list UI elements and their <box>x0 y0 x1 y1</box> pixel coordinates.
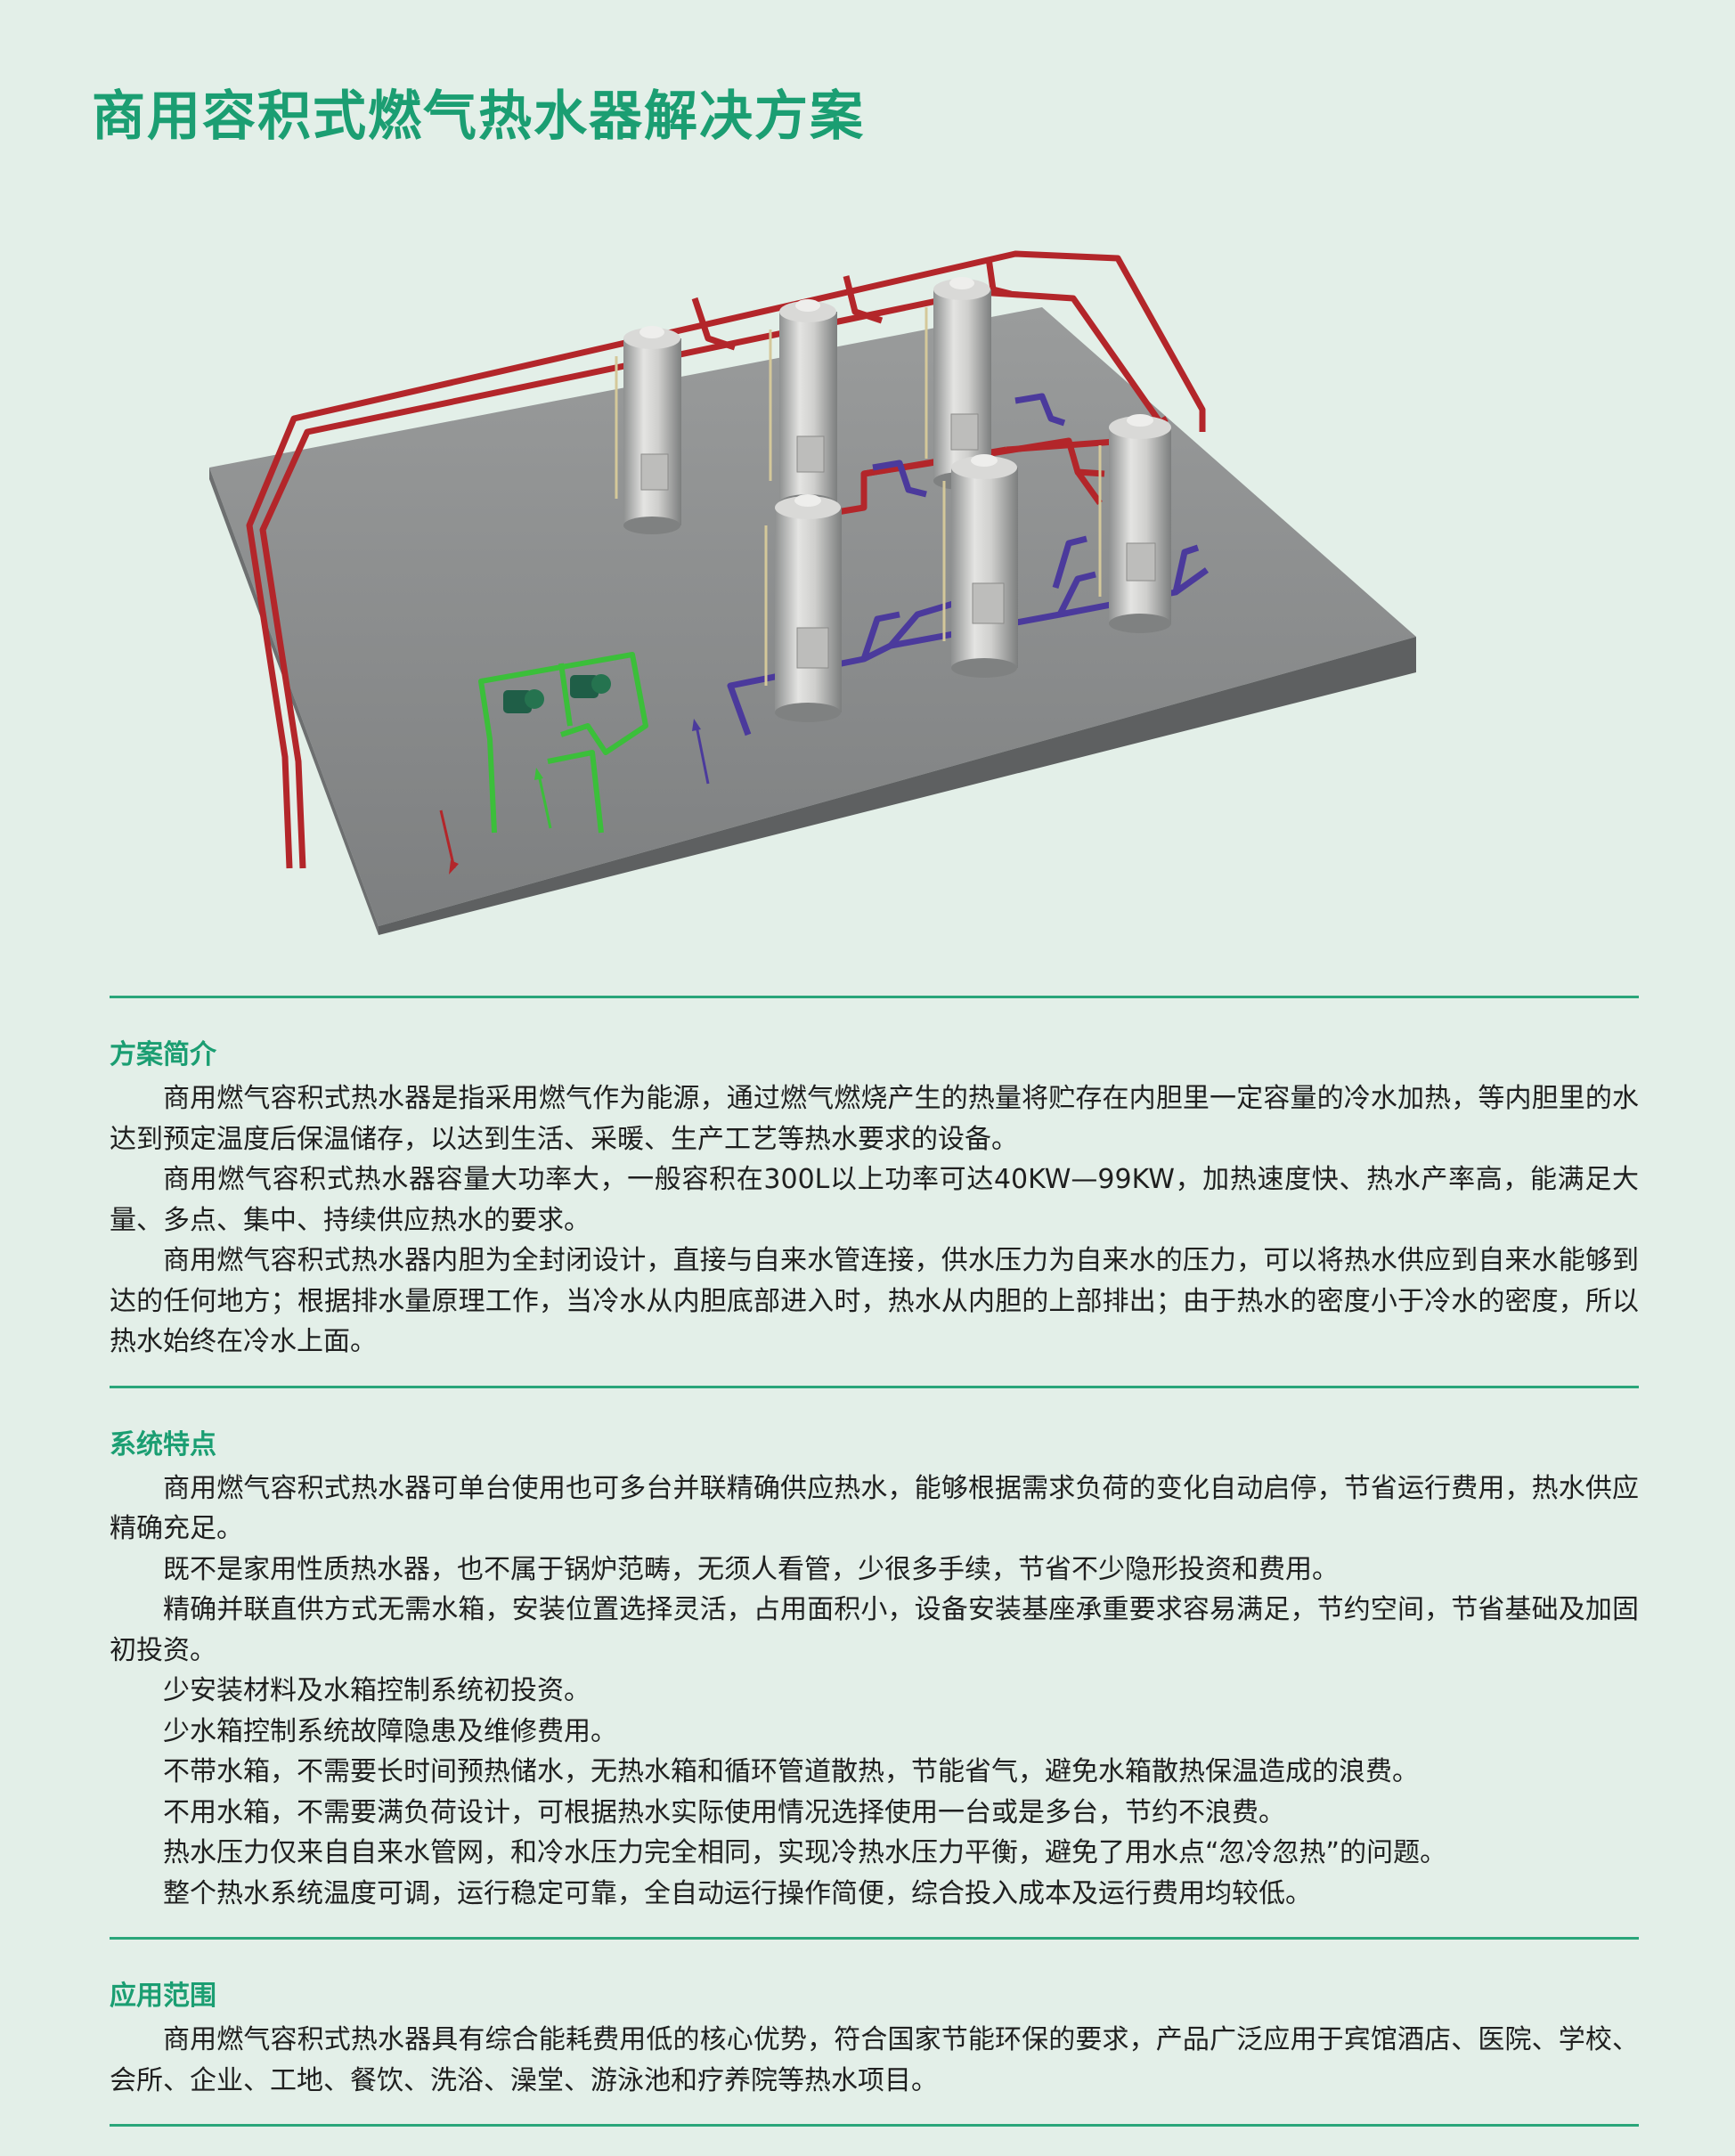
water-heater-1 <box>623 326 681 534</box>
paragraph: 热水压力仅来自自来水管网，和冷水压力完全相同，实现冷热水压力平衡，避免了用水点“… <box>163 1837 1447 1868</box>
paragraph: 不带水箱，不需要长时间预热储水，无热水箱和循环管道散热，节能省气，避免水箱散热保… <box>163 1756 1419 1787</box>
section-applications: 应用范围 商用燃气容积式热水器具有综合能耗费用低的核心优势，符合国家节能环保的要… <box>110 1940 1639 2124</box>
paragraph: 少安装材料及水箱控制系统初投资。 <box>163 1675 591 1706</box>
page-title: 商用容积式燃气热水器解决方案 <box>92 85 865 148</box>
paragraph: 商用燃气容积式热水器具有综合能耗费用低的核心优势，符合国家节能环保的要求，产品广… <box>110 2024 1639 2096</box>
pump-unit-2 <box>570 674 611 698</box>
paragraph: 既不是家用性质热水器，也不属于锅炉范畴，无须人看管，少很多手续，节省不少隐形投资… <box>163 1553 1339 1585</box>
section-divider <box>110 2124 1639 2127</box>
paragraph: 商用燃气容积式热水器容量大功率大，一般容积在300L以上功率可达40KW—99K… <box>110 1164 1639 1236</box>
pump-unit-1 <box>503 689 544 713</box>
paragraph: 不用水箱，不需要满负荷设计，可根据热水实际使用情况选择使用一台或是多台，节约不浪… <box>163 1796 1285 1828</box>
section-divider <box>110 996 1639 998</box>
vent-pipes <box>615 307 1102 686</box>
paragraph: 商用燃气容积式热水器可单台使用也可多台并联精确供应热水，能够根据需求负荷的变化自… <box>110 1472 1639 1545</box>
section-divider <box>110 1385 1639 1388</box>
section-overview: 方案简介 商用燃气容积式热水器是指采用燃气作为能源，通过燃气燃烧产生的热量将贮存… <box>110 998 1639 1386</box>
paragraph: 商用燃气容积式热水器内胆为全封闭设计，直接与自来水管连接，供水压力为自来水的压力… <box>110 1245 1639 1357</box>
circulation-pipes <box>478 652 648 834</box>
water-heater-4 <box>775 494 842 722</box>
content-area: 方案简介 商用燃气容积式热水器是指采用燃气作为能源，通过燃气燃烧产生的热量将贮存… <box>110 996 1639 2127</box>
paragraph: 精确并联直供方式无需水箱，安装位置选择灵活，占用面积小，设备安装基座承重要求容易… <box>110 1594 1639 1666</box>
section-features: 系统特点 商用燃气容积式热水器可单台使用也可多台并联精确供应热水，能够根据需求负… <box>110 1388 1639 1938</box>
section-title: 系统特点 <box>110 1428 216 1460</box>
paragraph: 商用燃气容积式热水器是指采用燃气作为能源，通过燃气燃烧产生的热量将贮存在内胆里一… <box>110 1083 1639 1155</box>
section-title: 应用范围 <box>110 1981 216 2012</box>
flow-arrows <box>439 719 710 875</box>
system-diagram <box>209 250 1416 935</box>
section-title: 方案简介 <box>110 1039 216 1070</box>
water-heater-5 <box>951 454 1018 678</box>
paragraph: 整个热水系统温度可调，运行稳定可靠，全自动运行操作简便，综合投入成本及运行费用均… <box>163 1877 1312 1909</box>
section-divider <box>110 1937 1639 1940</box>
paragraph: 少水箱控制系统故障隐患及维修费用。 <box>163 1715 617 1747</box>
floor-edge <box>379 637 1416 935</box>
water-heater-2 <box>779 299 837 512</box>
water-heater-6 <box>1109 414 1171 633</box>
